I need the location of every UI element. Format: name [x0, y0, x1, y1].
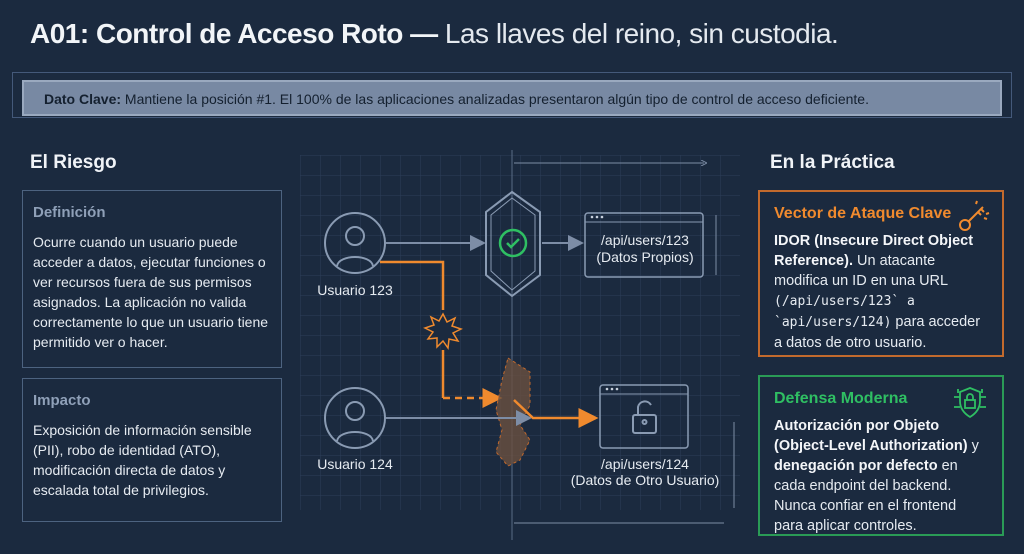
- endpoint-other-sublabel: (Datos de Otro Usuario): [571, 472, 720, 488]
- attack-vector-card: Vector de Ataque Clave IDOR (Insecure Di…: [758, 190, 1004, 357]
- user-123-label: Usuario 123: [317, 282, 393, 298]
- definition-text: Ocurre cuando un usuario puede acceder a…: [33, 234, 269, 350]
- unlocked-padlock-icon: [632, 400, 657, 434]
- broken-barrier: [495, 357, 531, 467]
- defense-title: Defensa Moderna: [774, 390, 908, 407]
- title-subtitle: Las llaves del reino, sin custodia.: [444, 18, 839, 49]
- attack-text-2: para acceder a datos de otro usuario.: [774, 314, 981, 351]
- attack-success-arrow: [513, 399, 599, 428]
- user-123-avatar: [324, 212, 386, 274]
- explosion-icon: [423, 312, 463, 351]
- endpoint-window-other: [599, 384, 689, 449]
- attack-vector-text: IDOR (Insecure Direct Object Reference).…: [774, 231, 988, 353]
- impact-title: Impacto: [33, 392, 91, 409]
- endpoint-own-sublabel: (Datos Propios): [596, 249, 693, 265]
- defense-text-2: en cada endpoint del backend. Nunca conf…: [774, 458, 958, 534]
- user-124-label: Usuario 124: [317, 456, 393, 472]
- definition-card: Definición Ocurre cuando un usuario pued…: [22, 190, 282, 368]
- attack-code: (/api/users/123` a `api/users/124): [774, 294, 915, 330]
- check-icon: [498, 228, 528, 258]
- banner-label: Dato Clave:: [44, 91, 122, 107]
- impact-card: Impacto Exposición de información sensib…: [22, 378, 282, 522]
- auth-gate-hexagon: [485, 190, 541, 298]
- endpoint-other-label: /api/users/124: [601, 456, 689, 472]
- defense-text: Autorización por Objeto (Object-Level Au…: [774, 416, 988, 536]
- attack-vector-title: Vector de Ataque Clave: [774, 205, 952, 222]
- user-124-avatar: [324, 387, 386, 449]
- definition-title: Definición: [33, 204, 106, 221]
- modern-defense-card: Defensa Moderna Autorización por Objeto …: [758, 375, 1004, 536]
- risk-heading: El Riesgo: [30, 152, 117, 173]
- endpoint-window-own: [584, 212, 704, 278]
- endpoint-own-label: /api/users/123: [601, 232, 689, 248]
- banner-frame: [12, 72, 1012, 118]
- key-icon: [959, 200, 990, 231]
- attack-vector-bold: IDOR (Insecure Direct Object Reference).: [774, 233, 974, 269]
- defense-text-1: y: [967, 438, 979, 454]
- key-fact-banner: Dato Clave: Mantiene la posición #1. El …: [22, 80, 1002, 116]
- title-bold: A01: Control de Acceso Roto —: [30, 18, 438, 49]
- attack-text-1: Un atacante modifica un ID en una URL: [774, 253, 948, 289]
- shield-lock-icon: [954, 387, 986, 419]
- impact-text: Exposición de información sensible (PII)…: [33, 422, 252, 498]
- attack-path: [380, 260, 445, 310]
- practice-heading: En la Práctica: [770, 152, 895, 173]
- defense-bold-2: denegación por defecto: [774, 458, 938, 474]
- defense-bold-1: Autorización por Objeto (Object-Level Au…: [774, 418, 968, 454]
- banner-text: Mantiene la posición #1. El 100% de las …: [124, 91, 869, 107]
- page-title: A01: Control de Acceso Roto — Las llaves…: [30, 18, 839, 50]
